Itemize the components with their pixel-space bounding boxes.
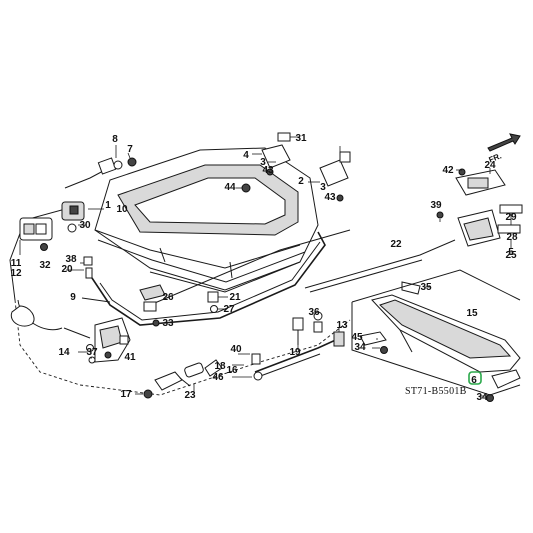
callout-17: 17	[120, 389, 132, 400]
callout-32: 32	[39, 260, 51, 271]
callout-3: 3	[320, 182, 326, 193]
callout-25: 25	[505, 250, 517, 261]
callout-23: 23	[184, 390, 196, 401]
part-16-26-33-bracket	[139, 284, 166, 327]
part-24-42-striker-bracket	[455, 168, 506, 196]
part-2-3-31-43-hinge-right	[308, 146, 351, 202]
callout-3: 3	[260, 157, 266, 168]
callout-34: 34	[476, 392, 488, 403]
callout-2: 2	[298, 176, 304, 187]
callout-9: 9	[70, 292, 76, 303]
callout-19: 19	[289, 347, 301, 358]
callout-37: 37	[86, 347, 98, 358]
part-10-30-latch-cover	[19, 201, 104, 255]
callout-12: 12	[10, 268, 22, 279]
callout-7: 7	[127, 144, 133, 155]
callout-45: 45	[351, 332, 363, 343]
callout-10: 10	[116, 204, 128, 215]
callout-28: 28	[506, 232, 518, 243]
callout-26: 26	[162, 292, 174, 303]
part-14-37-41-latch-assembly	[63, 317, 131, 364]
callout-41: 41	[124, 352, 136, 363]
callout-40: 40	[230, 344, 242, 355]
callout-16: 16	[226, 365, 238, 376]
callout-36: 36	[308, 307, 320, 318]
callout-44: 44	[224, 182, 236, 193]
part-15-spoiler	[359, 281, 521, 402]
callout-14: 14	[58, 347, 70, 358]
callout-22: 22	[390, 239, 402, 250]
callout-31: 31	[295, 133, 307, 144]
callout-6: 6	[471, 375, 477, 386]
callout-4: 4	[243, 150, 249, 161]
callout-labels: 1233456789101112131415161718192021222324…	[10, 133, 518, 403]
part-3-4-31-43-hinge-left	[252, 132, 300, 176]
callout-11: 11	[11, 258, 22, 269]
part-7-8-lock-cylinder	[64, 145, 137, 189]
callout-29: 29	[505, 212, 517, 223]
callout-24: 24	[484, 160, 496, 171]
callout-21: 21	[229, 292, 241, 303]
part-19-stay	[292, 317, 304, 350]
callout-46: 46	[212, 372, 224, 383]
front-direction-label: FR.	[487, 151, 502, 164]
callout-15: 15	[466, 308, 478, 319]
callout-8: 8	[112, 134, 118, 145]
callout-20: 20	[61, 264, 73, 275]
callout-18: 18	[214, 361, 226, 372]
diagram-code: ST71-B5501B	[405, 386, 467, 397]
callout-43: 43	[262, 165, 274, 176]
callout-1: 1	[105, 200, 111, 211]
callout-30: 30	[79, 220, 91, 231]
callout-38: 38	[65, 254, 77, 265]
part-18-40-46-damper	[204, 337, 341, 381]
tailgate	[94, 147, 319, 293]
callout-33: 33	[162, 318, 174, 329]
part-23-release-handle	[154, 362, 204, 394]
front-direction-arrow	[487, 133, 521, 152]
part-5-25-28-29-39-latch	[436, 204, 523, 248]
part-36-bolt	[313, 311, 323, 333]
callout-39: 39	[430, 200, 442, 211]
callout-5: 5	[508, 247, 514, 258]
callout-34: 34	[354, 342, 366, 353]
callout-42: 42	[442, 165, 454, 176]
callout-35: 35	[420, 282, 432, 293]
part-21-27-bumper	[207, 291, 228, 313]
part-20-38-clip	[66, 256, 93, 279]
callout-43: 43	[324, 192, 336, 203]
callout-27: 27	[223, 304, 235, 315]
part-13-mount	[333, 328, 345, 347]
callout-13: 13	[336, 320, 348, 331]
